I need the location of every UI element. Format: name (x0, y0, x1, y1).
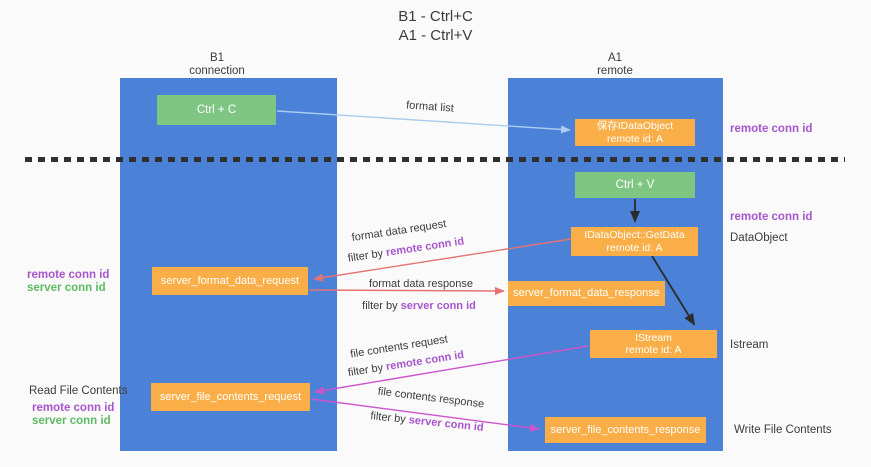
node-server-format-data-request-label: server_format_data_request (160, 274, 300, 287)
node-ctrl-c-label: Ctrl + C (196, 103, 237, 116)
edge-label-filter-server-2: filter by server conn id (370, 410, 484, 434)
node-getdata-remote-id: remote id: A (606, 241, 663, 254)
arrow-format-data-response (308, 286, 505, 295)
node-save-idataobject-line1: 保存IDataObject (596, 120, 674, 132)
label-remote-conn-id-mid-left: remote conn id (27, 269, 110, 281)
node-server-file-contents-request: server_file_contents_request (151, 383, 310, 411)
lane-header-b1: B1 connection (137, 52, 297, 77)
label-remote-conn-id-bottom-left: remote conn id (32, 402, 115, 414)
lane-b1-name: B1 (209, 52, 225, 64)
node-istream-line1: IStream (635, 331, 672, 344)
edge-label-format-data-response: format data response (369, 278, 473, 290)
node-istream-remote-id: remote id: A (625, 344, 682, 356)
node-save-idataobject: 保存IDataObject remote id: A (575, 119, 695, 146)
label-server-conn-id-mid-left: server conn id (27, 282, 106, 294)
lane-a1-name: A1 (607, 52, 623, 64)
server-conn-id-text: server conn id (408, 414, 485, 434)
node-istream: IStream remote id: A (590, 330, 717, 358)
lane-a1-subtitle: remote (597, 64, 633, 77)
node-server-file-contents-response: server_file_contents_response (545, 417, 706, 443)
node-server-format-data-response-label: server_format_data_response (513, 287, 660, 299)
edge-label-format-list: format list (405, 99, 455, 115)
node-ctrl-c: Ctrl + C (157, 95, 276, 125)
node-getdata-line1: IDataObject::GetData (584, 229, 685, 241)
label-write-file-contents: Write File Contents (734, 424, 832, 436)
label-server-conn-id-bottom-left: server conn id (32, 415, 111, 427)
server-conn-id-text: server conn id (400, 300, 476, 312)
lane-header-a1: A1 remote (535, 52, 695, 77)
node-server-file-contents-response-label: server_file_contents_response (550, 423, 701, 436)
title-line-2: A1 - Ctrl+V (398, 27, 473, 44)
edge-label-filter-server-1: filter by server conn id (362, 300, 476, 312)
label-istream: Istream (730, 339, 769, 351)
label-read-file-contents: Read File Contents (29, 385, 128, 397)
phase-divider-dashed-line (25, 157, 845, 162)
node-server-format-data-response: server_format_data_response (508, 281, 665, 306)
filter-by-text: filter by (347, 361, 388, 380)
label-dataobject: DataObject (730, 232, 788, 244)
label-remote-conn-id-mid-right: remote conn id (730, 211, 813, 223)
edge-label-file-contents-response: file contents response (377, 385, 485, 411)
node-server-format-data-request: server_format_data_request (152, 267, 308, 295)
node-idataobject-getdata: IDataObject::GetData remote id: A (571, 227, 698, 256)
remote-conn-id-text: remote conn id (385, 235, 465, 259)
node-ctrl-v: Ctrl + V (575, 172, 695, 198)
filter-by-text: filter by (347, 247, 387, 265)
filter-by-text: filter by (369, 410, 410, 427)
node-save-idataobject-remote-id: remote id: A (606, 132, 664, 145)
diagram-title: B1 - Ctrl+C A1 - Ctrl+V (0, 7, 871, 45)
title-line-1: B1 - Ctrl+C (398, 8, 473, 25)
filter-by-text: filter by (362, 300, 401, 312)
label-remote-conn-id-top-right: remote conn id (730, 123, 813, 135)
node-ctrl-v-label: Ctrl + V (615, 178, 655, 191)
node-server-file-contents-request-label: server_file_contents_request (159, 390, 302, 403)
lane-b1-subtitle: connection (189, 64, 245, 77)
